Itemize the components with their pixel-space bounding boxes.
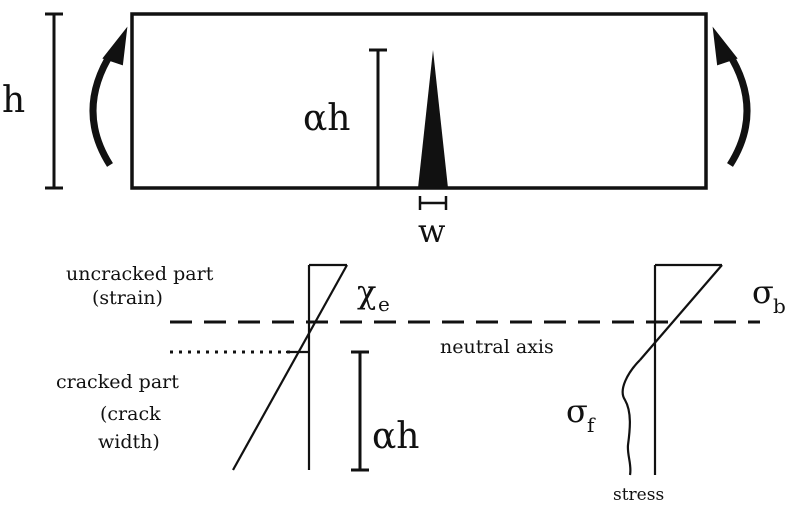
strain-profile (232, 263, 348, 471)
sigma-f: σ (566, 392, 588, 430)
sigma-f-symbol: σ f (566, 392, 596, 437)
crack-depth-label-top: αh (303, 98, 351, 139)
beam-group: h αh w (2, 12, 751, 250)
beam-rectangle (130, 12, 708, 190)
chi-subscript: e (378, 292, 390, 316)
uncracked-label-line2: (strain) (92, 287, 163, 309)
neutral-axis-label: neutral axis (440, 336, 554, 358)
stress-profile (621, 263, 723, 476)
uncracked-label-line1: uncracked part (66, 263, 214, 285)
crack-width-dimension (418, 196, 448, 210)
crack-width-label: w (418, 212, 445, 250)
profiles-group: neutral axis uncracked part (strain) χ e… (56, 263, 786, 505)
height-label: h (2, 80, 25, 121)
sigma-b-symbol: σ b (752, 273, 786, 318)
stress-label: stress (613, 485, 664, 505)
chi-symbol: χ (357, 273, 376, 311)
left-moment-arrow (89, 26, 128, 167)
crack-depth-label-bottom: αh (372, 416, 420, 457)
sigma-f-subscript: f (587, 413, 596, 437)
crack-depth-dimension (369, 48, 387, 188)
height-dimension (45, 12, 63, 190)
right-moment-arrow (712, 26, 751, 167)
cracked-zone-dimension (351, 350, 369, 472)
cracked-label-line3: width) (98, 431, 160, 453)
sigma-b: σ (752, 273, 774, 311)
sigma-b-subscript: b (773, 294, 786, 318)
cracked-label-line2: (crack (100, 403, 161, 425)
cracked-label-line1: cracked part (56, 371, 179, 393)
strain-symbol: χ e (357, 273, 390, 316)
crack-wedge (418, 50, 448, 188)
